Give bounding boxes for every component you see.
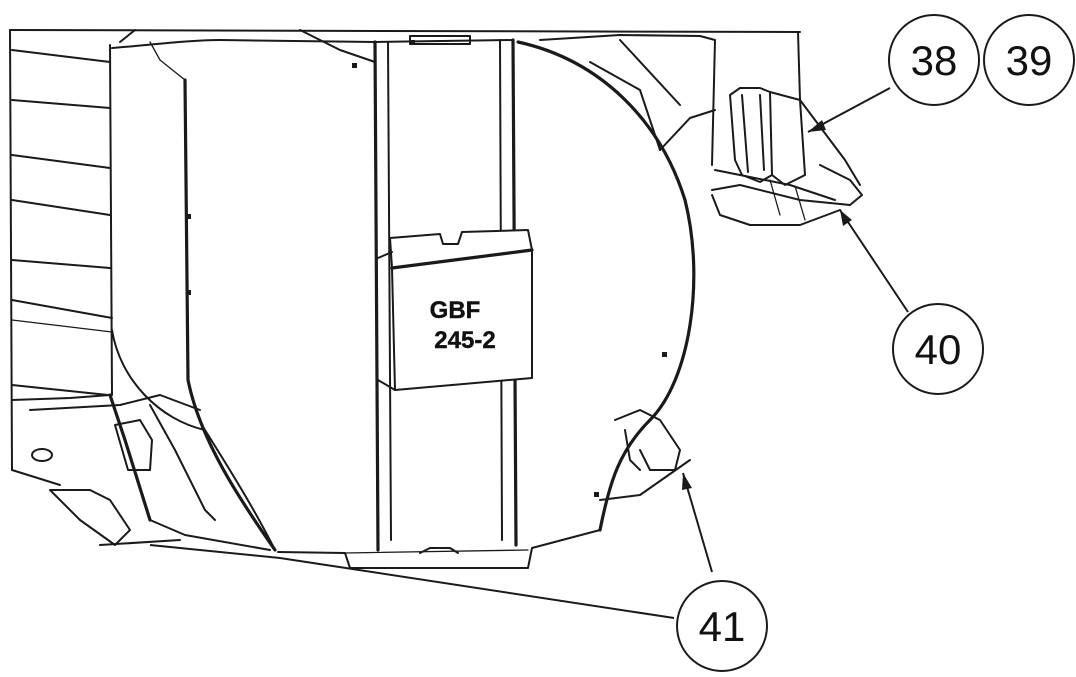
callout-40: 40: [892, 303, 984, 395]
frame-lines: [9, 29, 801, 471]
plate-label-line2: 245-2: [434, 327, 495, 354]
right-drum: [516, 34, 716, 532]
callout-41-label: 41: [699, 603, 746, 650]
gbf-plate: GBF 245-2: [377, 229, 534, 391]
chute-body: [111, 29, 376, 552]
left-housing: [11, 44, 113, 396]
callout-38: 38: [888, 14, 980, 106]
left-bracket: [11, 393, 271, 551]
right-foot: [599, 409, 691, 501]
leader-lines: [149, 87, 909, 619]
plate-label-line1: GBF: [430, 297, 481, 324]
callout-40-label: 40: [915, 326, 962, 373]
callout-41: 41: [676, 580, 768, 672]
callout-39-label: 39: [1006, 37, 1053, 84]
callout-38-label: 38: [911, 37, 958, 84]
callout-39: 39: [983, 14, 1075, 106]
right-bracket: [711, 87, 863, 226]
